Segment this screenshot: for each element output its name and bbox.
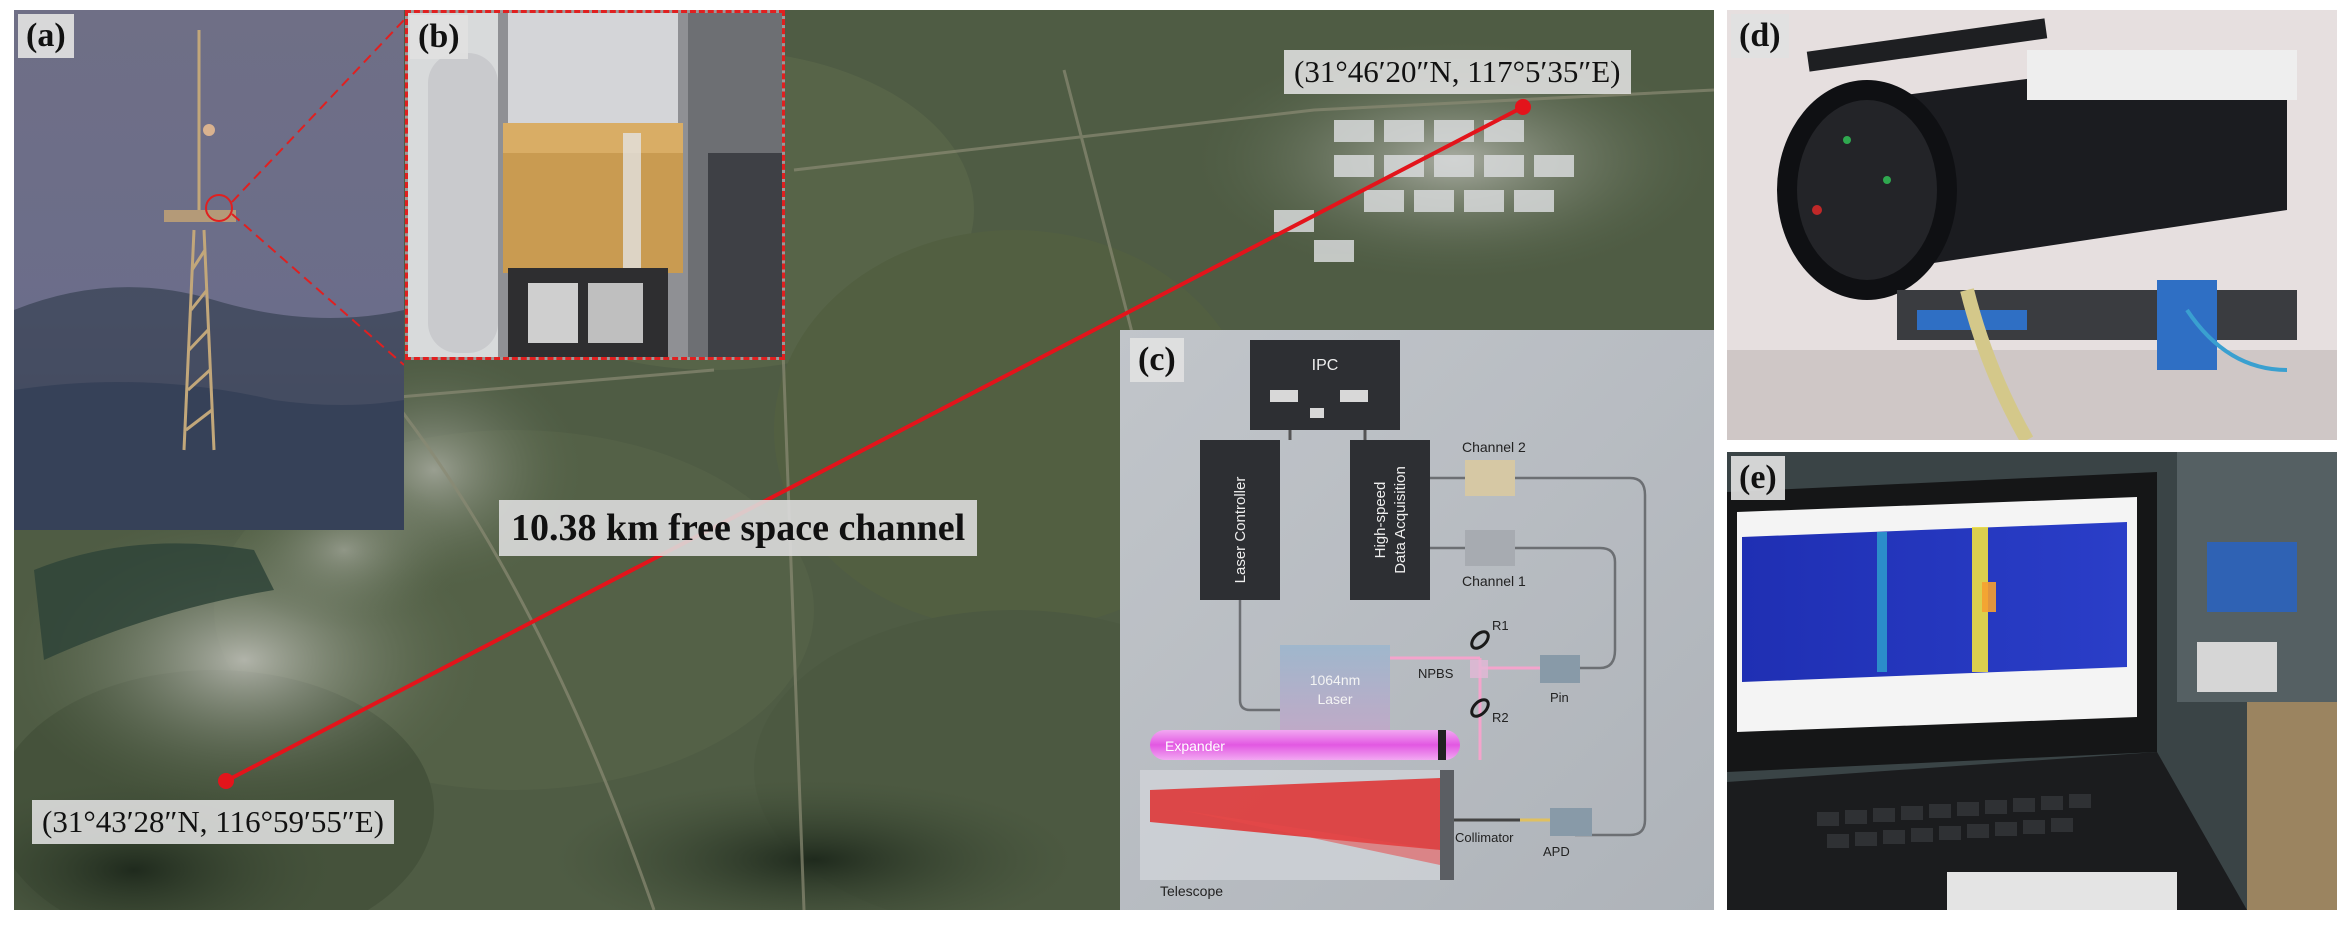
coord-end-label: (31°46′20″N, 117°5′35″E) bbox=[1284, 50, 1631, 94]
startpoint-marker bbox=[218, 773, 234, 789]
collimator-label: Collimator bbox=[1455, 830, 1514, 845]
daq-label-line2: Data Acquisition bbox=[1392, 466, 1409, 574]
npbs-label: NPBS bbox=[1418, 666, 1454, 681]
daq-box bbox=[1350, 440, 1430, 600]
panel-e-label: (e) bbox=[1731, 456, 1785, 500]
beam-expander bbox=[1150, 730, 1460, 760]
npbs-cube bbox=[1470, 660, 1488, 678]
schematic-diagram: IPC Laser Controller High-speed Data Acq… bbox=[1120, 330, 1714, 910]
ipc-label: IPC bbox=[1312, 357, 1339, 374]
mirror-r2 bbox=[1470, 698, 1490, 718]
endpoint-marker bbox=[1515, 99, 1531, 115]
panel-d-label: (d) bbox=[1731, 14, 1789, 58]
channel-label: 10.38 km free space channel bbox=[499, 500, 978, 556]
channel1-detector bbox=[1465, 530, 1515, 566]
laser-label-line1: 1064nm bbox=[1310, 672, 1361, 688]
apd-label: APD bbox=[1543, 844, 1570, 859]
r1-label: R1 bbox=[1492, 618, 1509, 633]
panel-a-tower-photo: (a) bbox=[14, 10, 404, 530]
channel2-detector bbox=[1465, 460, 1515, 496]
panel-d-telescope-photo: (d) bbox=[1727, 10, 2337, 440]
pin-label: Pin bbox=[1550, 690, 1569, 705]
panel-c-label: (c) bbox=[1130, 338, 1184, 382]
laser-controller-box bbox=[1200, 440, 1280, 600]
panel-a-label: (a) bbox=[18, 14, 74, 58]
telescope-image bbox=[1727, 10, 2337, 440]
expander-label: Expander bbox=[1165, 738, 1225, 754]
panel-c-schematic: IPC Laser Controller High-speed Data Acq… bbox=[1120, 330, 1714, 910]
r2-label: R2 bbox=[1492, 710, 1509, 725]
channel1-label: Channel 1 bbox=[1462, 573, 1526, 589]
link-line bbox=[225, 105, 1524, 783]
panel-b-label: (b) bbox=[410, 15, 468, 59]
ipc-box bbox=[1250, 340, 1400, 430]
display-image bbox=[1727, 452, 2337, 910]
equipment-image bbox=[408, 13, 782, 357]
laser-controller-label: Laser Controller bbox=[1232, 477, 1249, 584]
laser-label-line2: Laser bbox=[1317, 691, 1352, 707]
panel-e-display-photo: (e) bbox=[1727, 452, 2337, 910]
coord-start-label: (31°43′28″N, 116°59′55″E) bbox=[32, 800, 394, 844]
daq-label-line1: High-speed bbox=[1372, 482, 1389, 559]
mirror-r1 bbox=[1470, 630, 1490, 650]
tower-image bbox=[14, 10, 404, 530]
telescope-beam bbox=[1150, 778, 1440, 850]
channel2-label: Channel 2 bbox=[1462, 439, 1526, 455]
panel-b-equipment-photo: (b) bbox=[405, 10, 785, 360]
telescope-label: Telescope bbox=[1160, 883, 1223, 899]
pin-detector bbox=[1540, 655, 1580, 683]
apd-detector bbox=[1550, 808, 1592, 836]
